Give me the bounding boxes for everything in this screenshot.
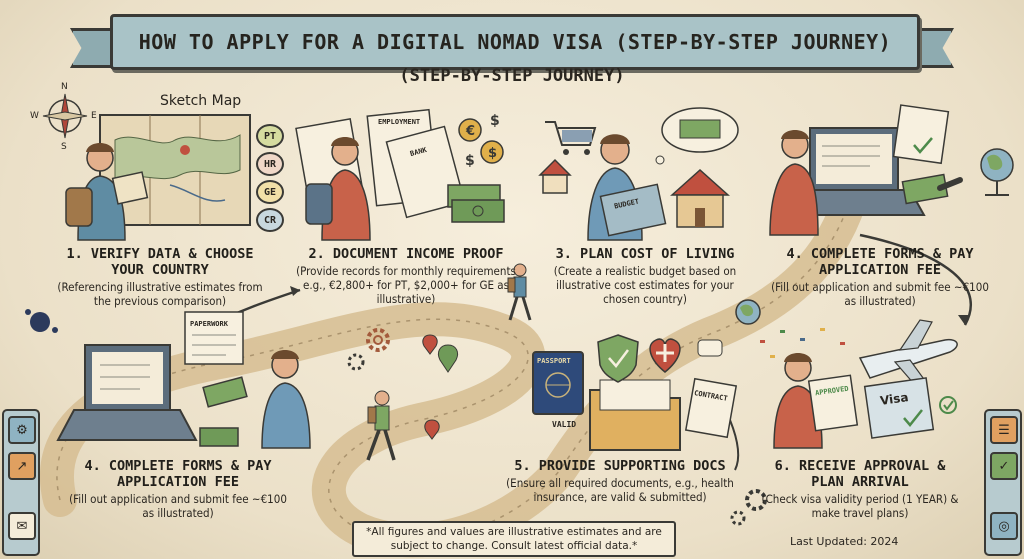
step-4-top-desc: (Fill out application and submit fee ~€1… [771, 280, 989, 308]
step-5-desc: (Ensure all required documents, e.g., he… [506, 476, 734, 504]
step-4-bottom-title: 4. COMPLETE FORMS & PAY APPLICATION FEE [84, 458, 272, 490]
arrow-up-right-icon[interactable]: ↗ [8, 452, 36, 480]
gear-icon-mid [366, 328, 390, 352]
person-celebrating [773, 353, 859, 449]
step-4-bottom: 4. COMPLETE FORMS & PAY APPLICATION FEE … [68, 458, 288, 520]
globe-icon-top [980, 148, 1014, 196]
country-badge-pt: PT [256, 124, 284, 148]
step-1-title: 1. VERIFY DATA & CHOOSE YOUR COUNTRY [66, 246, 254, 278]
step-2-desc: (Provide records for monthly requirement… [296, 264, 516, 306]
step-4-top: 4. COMPLETE FORMS & PAY APPLICATION FEE … [770, 246, 990, 308]
svg-text:$: $ [490, 113, 500, 129]
step-2: 2. DOCUMENT INCOME PROOF (Provide record… [296, 246, 516, 306]
airplane-icon [858, 319, 958, 386]
thought-bubble-money [655, 107, 739, 165]
step-4-top-title: 4. COMPLETE FORMS & PAY APPLICATION FEE [786, 246, 974, 278]
flow-arrow-2 [859, 233, 972, 326]
svg-text:€: € [465, 124, 475, 139]
compass-icon [42, 93, 88, 139]
chat-bubble-icon [697, 339, 723, 357]
country-badge-cr: CR [256, 208, 284, 232]
compass-w: W [30, 111, 39, 121]
shield-check-icon [597, 334, 639, 383]
globe-settings-icon[interactable]: ◎ [990, 512, 1018, 540]
confetti [760, 328, 845, 358]
globe-icon-mid [735, 299, 761, 325]
person-reading-budget [587, 134, 667, 241]
coin-icons: € $ $ $ [458, 113, 504, 169]
step-6-title: 6. RECEIVE APPROVAL & PLAN ARRIVAL [774, 458, 946, 490]
ink-splat [25, 309, 58, 333]
country-badge-hr: HR [256, 152, 284, 176]
disclaimer-box: *All figures and values are illustrative… [352, 521, 676, 557]
check-icon-right [939, 396, 957, 414]
page-subtitle: (STEP-BY-STEP JOURNEY) [399, 66, 625, 86]
house-icon-large [670, 168, 730, 228]
label-valid: VALID [552, 420, 577, 429]
hiker-lower [366, 390, 396, 461]
gear-icon-bottom [745, 489, 767, 511]
person-with-map [65, 143, 149, 241]
step-5-title: 5. PROVIDE SUPPORTING DOCS [514, 458, 726, 474]
svg-text:$: $ [488, 146, 497, 161]
list-menu-icon[interactable]: ☰ [990, 416, 1018, 444]
person-at-laptop [769, 130, 819, 236]
last-updated: Last Updated: 2024 [790, 535, 899, 548]
page-title: HOW TO APPLY FOR A DIGITAL NOMAD VISA (S… [138, 30, 892, 54]
money-stack-icon [447, 184, 505, 223]
country-badge-ge: GE [256, 180, 284, 204]
step-3-desc: (Create a realistic budget based on illu… [553, 264, 737, 306]
label-passport: PASSPORT [537, 357, 571, 365]
laptop-bottom-left [56, 344, 198, 441]
passport-icon [532, 351, 584, 415]
location-pin-icon [422, 334, 459, 440]
compass-s: S [61, 142, 67, 152]
step-4-bottom-desc: (Fill out application and submit fee ~€1… [69, 492, 287, 520]
svg-text:$: $ [465, 153, 475, 169]
contract-icon [684, 377, 738, 439]
step-3: 3. PLAN COST OF LIVING (Create a realist… [545, 246, 745, 306]
gear-icon-mid-2 [347, 353, 365, 371]
gear-icon-bottom-2 [730, 510, 746, 526]
person-with-documents [305, 137, 371, 241]
health-heart-icon [649, 338, 681, 373]
label-paperwork: PAPERWORK [190, 320, 228, 328]
title-banner: HOW TO APPLY FOR A DIGITAL NOMAD VISA (S… [110, 14, 920, 70]
chat-support-icon[interactable]: ✉ [8, 512, 36, 540]
map-illustration [99, 114, 251, 226]
gear-icon[interactable]: ⚙ [8, 416, 36, 444]
compass-e: E [91, 111, 97, 121]
paperwork-card [184, 311, 244, 365]
house-icon-small [538, 158, 572, 194]
person-paying-fee [199, 350, 311, 449]
step-1: 1. VERIFY DATA & CHOOSE YOUR COUNTRY (Re… [55, 246, 265, 308]
checkbox-icon[interactable]: ✓ [990, 452, 1018, 480]
step-5: 5. PROVIDE SUPPORTING DOCS (Ensure all r… [500, 458, 740, 504]
disclaimer-text: *All figures and values are illustrative… [366, 526, 662, 552]
sketch-map-label: Sketch Map [160, 93, 242, 109]
step-6: 6. RECEIVE APPROVAL & PLAN ARRIVAL (Chec… [755, 458, 965, 520]
step-6-desc: (Check visa validity period (1 YEAR) & m… [761, 492, 959, 520]
cart-icon [545, 121, 597, 155]
step-3-title: 3. PLAN COST OF LIVING [555, 246, 735, 262]
money-handoff-icon [901, 173, 963, 205]
hiker-upper [507, 263, 532, 321]
label-employment: EMPLOYMENT [378, 118, 421, 126]
flow-arrow-3 [729, 419, 740, 471]
laptop-top-right [782, 127, 926, 216]
visa-card-icon [863, 377, 935, 439]
folder-icon [589, 379, 681, 451]
compass-n: N [61, 82, 68, 92]
form-card-icon [892, 104, 950, 165]
step-1-desc: (Referencing illustrative estimates from… [57, 280, 263, 308]
step-2-title: 2. DOCUMENT INCOME PROOF [308, 246, 504, 262]
